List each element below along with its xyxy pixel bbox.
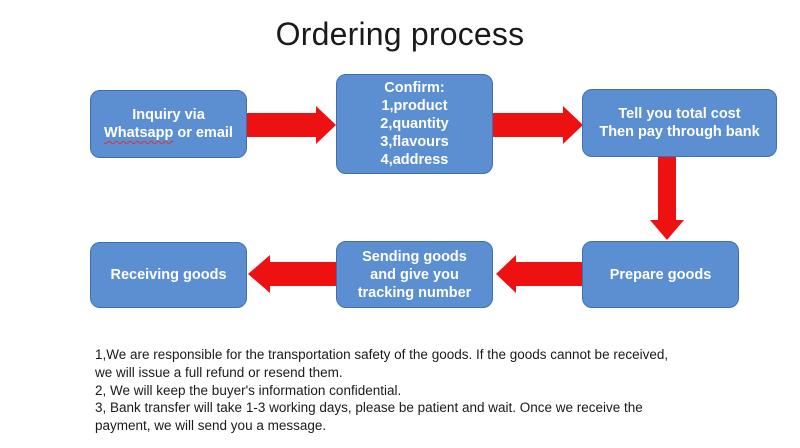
step-total-line: Then pay through bank: [599, 124, 760, 140]
step-confirm-line: Confirm:: [384, 80, 445, 96]
arrow-confirm-to-total: [493, 106, 583, 144]
step-prepare-goods: Prepare goods: [582, 241, 739, 308]
step-receiving-goods: Receiving goods: [90, 242, 247, 308]
step-inquiry-rest: or email: [173, 125, 233, 141]
step-inquiry-whatsapp: Whatsapp: [104, 125, 174, 141]
step-sending-line: Sending goods: [362, 248, 467, 265]
step-total-line: Tell you total cost: [618, 106, 741, 122]
step-confirm-line: 4,address: [380, 152, 449, 168]
step-sending-line: tracking number: [357, 284, 472, 301]
step-confirm-line: 2,quantity: [380, 116, 449, 132]
arrow-sending-to-receiving: [248, 255, 336, 293]
step-sending-goods: Sending goods and give you tracking numb…: [336, 241, 493, 308]
note-line: we will issue a full refund or resend th…: [95, 364, 343, 380]
arrow-inquiry-to-confirm: [247, 106, 336, 144]
step-inquiry-line1: Inquiry via: [132, 107, 205, 123]
arrow-total-to-prepare: [650, 157, 684, 240]
step-total-cost: Tell you total cost Then pay through ban…: [582, 89, 777, 157]
step-receiving-label: Receiving goods: [110, 267, 227, 283]
arrow-prepare-to-sending: [496, 255, 582, 293]
notes-section: 1,We are responsible for the transportat…: [95, 346, 775, 435]
step-confirm-line: 1,product: [381, 98, 448, 114]
step-inquiry: Inquiry via Whatsapp or email: [90, 90, 247, 158]
step-sending-line: and give you: [370, 266, 459, 283]
note-line: 3, Bank transfer will take 1-3 working d…: [95, 400, 643, 416]
note-line: 1,We are responsible for the transportat…: [95, 347, 669, 362]
step-confirm: Confirm: 1,product 2,quantity 3,flavours…: [336, 74, 493, 174]
note-line: 2, We will keep the buyer's information …: [95, 382, 402, 398]
step-inquiry-line2: Whatsapp or email: [104, 124, 233, 142]
step-prepare-label: Prepare goods: [609, 266, 712, 283]
diagram-title: Ordering process: [275, 16, 525, 52]
step-confirm-line: 3,flavours: [380, 134, 449, 150]
note-line: payment, we will send you a message.: [95, 418, 327, 434]
